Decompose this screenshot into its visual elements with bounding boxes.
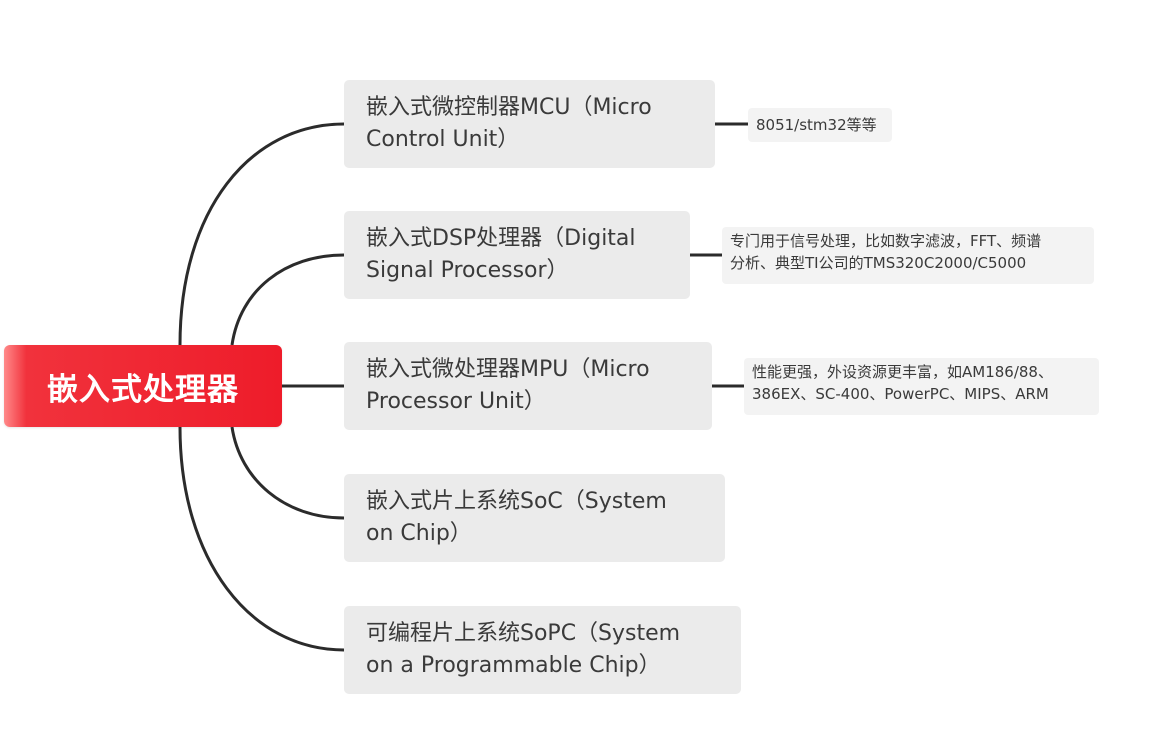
connector-root-dsp bbox=[230, 253, 345, 346]
note-mpu-line1: 性能更强，外设资源更丰富，如AM186/88、 bbox=[752, 363, 1053, 381]
note-dsp-line2: 分析、典型TI公司的TMS320C2000/C5000 bbox=[730, 254, 1027, 272]
branch-mcu-line2: Control Unit） bbox=[366, 127, 520, 152]
root-topic-label: 嵌入式处理器 bbox=[47, 371, 239, 408]
connector-root-soc bbox=[230, 426, 345, 520]
branch-sopc[interactable]: 可编程片上系统SoPC（System on a Programmable Chi… bbox=[344, 606, 741, 694]
branch-mpu[interactable]: 嵌入式微处理器MPU（Micro Processor Unit） bbox=[344, 342, 712, 430]
note-mpu[interactable]: 性能更强，外设资源更丰富，如AM186/88、 386EX、SC-400、Pow… bbox=[744, 358, 1099, 415]
branch-soc-line2: on Chip） bbox=[366, 521, 472, 546]
branch-dsp-line1: 嵌入式DSP处理器（Digital bbox=[366, 226, 636, 251]
branch-sopc-line2: on a Programmable Chip） bbox=[366, 653, 661, 678]
branch-mpu-line1: 嵌入式微处理器MPU（Micro bbox=[366, 357, 650, 382]
note-mcu-line1: 8051/stm32等等 bbox=[756, 116, 877, 134]
note-dsp[interactable]: 专门用于信号处理，比如数字滤波，FFT、频谱 分析、典型TI公司的TMS320C… bbox=[722, 227, 1094, 284]
branch-soc-line1: 嵌入式片上系统SoC（System bbox=[366, 489, 667, 514]
branch-sopc-line1: 可编程片上系统SoPC（System bbox=[366, 621, 681, 646]
branch-dsp-line2: Signal Processor） bbox=[366, 258, 569, 283]
note-dsp-line1: 专门用于信号处理，比如数字滤波，FFT、频谱 bbox=[730, 232, 1042, 250]
branch-soc[interactable]: 嵌入式片上系统SoC（System on Chip） bbox=[344, 474, 725, 562]
note-mpu-line2: 386EX、SC-400、PowerPC、MIPS、ARM bbox=[752, 385, 1049, 403]
branch-mpu-line2: Processor Unit） bbox=[366, 389, 546, 414]
branch-dsp[interactable]: 嵌入式DSP处理器（Digital Signal Processor） bbox=[344, 211, 690, 299]
connector-root-mcu bbox=[178, 122, 345, 346]
connector-root-sopc bbox=[178, 426, 345, 652]
branch-mcu-line1: 嵌入式微控制器MCU（Micro bbox=[366, 95, 652, 120]
root-topic[interactable]: 嵌入式处理器 bbox=[4, 345, 282, 427]
note-mcu[interactable]: 8051/stm32等等 bbox=[748, 108, 892, 142]
branch-mcu[interactable]: 嵌入式微控制器MCU（Micro Control Unit） bbox=[344, 80, 715, 168]
